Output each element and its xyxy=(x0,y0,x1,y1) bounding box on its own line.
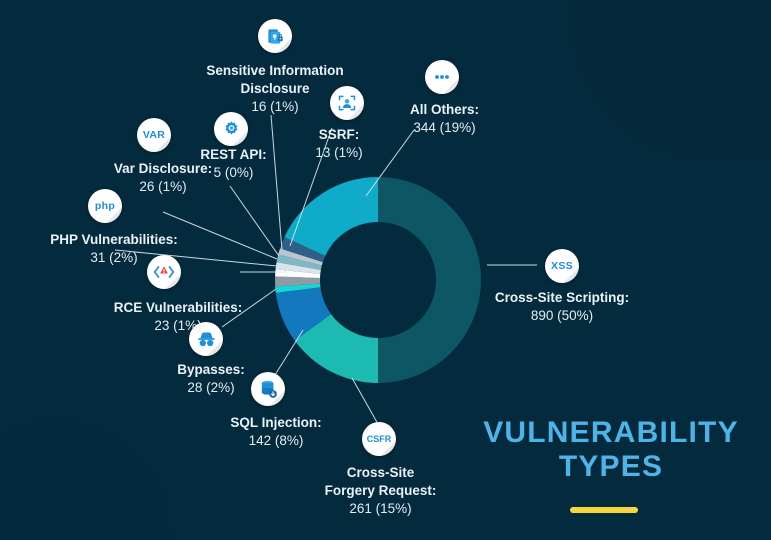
label-var-disclosure[interactable]: Var Disclosure: 26 (1%) xyxy=(89,160,237,196)
label-sql-injection-text: SQL Injection: xyxy=(230,415,322,430)
corner-decoration-top-right xyxy=(571,0,771,160)
value-rest-api: 5 (0%) xyxy=(213,164,254,180)
donut-slice-bypasses[interactable] xyxy=(275,276,321,287)
page-title: VULNERABILITY TYPES xyxy=(466,416,756,483)
donut-slice-sql-injection[interactable] xyxy=(275,287,332,341)
label-sql-injection[interactable]: SQL Injection: 142 (8%) xyxy=(206,414,346,450)
donut-slice-rest-api[interactable] xyxy=(275,269,321,278)
var-icon-text: VAR xyxy=(142,129,166,141)
page-title-line1: VULNERABILITY xyxy=(483,416,739,449)
label-ssrf-text: SSRF: xyxy=(318,127,360,142)
user-scan-icon xyxy=(330,86,364,120)
title-underline-rule xyxy=(570,507,638,513)
value-sensitive-information-disclosure: 16 (1%) xyxy=(251,98,299,114)
donut-slice-var-disclosure[interactable] xyxy=(275,262,321,274)
value-cross-site-scripting: 890 (50%) xyxy=(530,307,594,323)
donut-slice-rce-vulnerabilities[interactable] xyxy=(276,254,322,270)
label-rest-api[interactable]: REST API: 5 (0%) xyxy=(186,146,281,182)
label-sensitive-information-disclosure-line1: Sensitive Information xyxy=(206,63,344,78)
csfr-icon: CSFR xyxy=(362,422,396,456)
label-ssrf[interactable]: SSRF: 13 (1%) xyxy=(294,126,384,162)
csfr-icon-text: CSFR xyxy=(366,434,392,444)
document-lock-icon xyxy=(258,19,292,53)
value-all-others: 344 (19%) xyxy=(413,119,476,135)
label-sensitive-information-disclosure[interactable]: Sensitive Information Disclosure 16 (1%) xyxy=(175,62,375,116)
label-csfr[interactable]: Cross-Site Forgery Request: 261 (15%) xyxy=(303,464,458,518)
label-php-vulnerabilities[interactable]: PHP Vulnerabilities: 31 (2%) xyxy=(34,231,194,267)
donut-slice-csfr[interactable] xyxy=(294,314,378,383)
label-var-disclosure-text: Var Disclosure: xyxy=(113,161,213,176)
label-rce-vulnerabilities-text: RCE Vulnerabilities: xyxy=(113,300,243,315)
label-php-vulnerabilities-text: PHP Vulnerabilities: xyxy=(50,232,178,247)
incognito-icon xyxy=(189,322,223,356)
label-all-others[interactable]: All Others: 344 (19%) xyxy=(382,101,507,137)
label-csfr-line1: Cross-Site xyxy=(346,465,415,480)
value-sql-injection: 142 (8%) xyxy=(248,432,304,448)
gear-icon xyxy=(214,112,248,146)
label-rce-vulnerabilities[interactable]: RCE Vulnerabilities: 23 (1%) xyxy=(93,299,263,335)
var-icon: VAR xyxy=(137,118,171,152)
donut-slice-ssrf[interactable] xyxy=(275,283,321,293)
label-sensitive-information-disclosure-line2: Disclosure xyxy=(240,80,310,96)
label-bypasses[interactable]: Bypasses: 28 (2%) xyxy=(156,361,266,397)
label-csfr-line2: Forgery Request: xyxy=(324,482,437,498)
xss-icon: XSS xyxy=(545,249,579,283)
value-var-disclosure: 26 (1%) xyxy=(139,178,187,194)
donut-slice-sensitive-information-disclosure[interactable] xyxy=(278,248,323,266)
value-php-vulnerabilities: 31 (2%) xyxy=(90,249,138,265)
donut-slice-xss[interactable] xyxy=(378,177,481,383)
value-ssrf: 13 (1%) xyxy=(315,144,363,160)
label-all-others-text: All Others: xyxy=(409,102,479,117)
code-warning-icon xyxy=(147,255,181,289)
ellipsis-icon xyxy=(425,60,459,94)
database-download-icon xyxy=(251,372,285,406)
page-title-line2: TYPES xyxy=(558,449,664,483)
xss-icon-text: XSS xyxy=(551,260,573,272)
donut-chart xyxy=(266,168,490,392)
label-cross-site-scripting-text: Cross-Site Scripting: xyxy=(494,290,630,305)
label-bypasses-text: Bypasses: xyxy=(177,362,245,377)
label-cross-site-scripting[interactable]: Cross-Site Scripting: 890 (50%) xyxy=(486,289,638,325)
value-csfr: 261 (15%) xyxy=(349,500,412,516)
value-rce-vulnerabilities: 23 (1%) xyxy=(154,317,202,333)
value-bypasses: 28 (2%) xyxy=(187,379,235,395)
label-rest-api-text: REST API: xyxy=(200,147,267,162)
corner-decoration-bottom-left xyxy=(0,420,170,540)
php-icon-text: php xyxy=(94,200,116,212)
php-icon: php xyxy=(88,189,122,223)
donut-svg xyxy=(275,177,481,383)
